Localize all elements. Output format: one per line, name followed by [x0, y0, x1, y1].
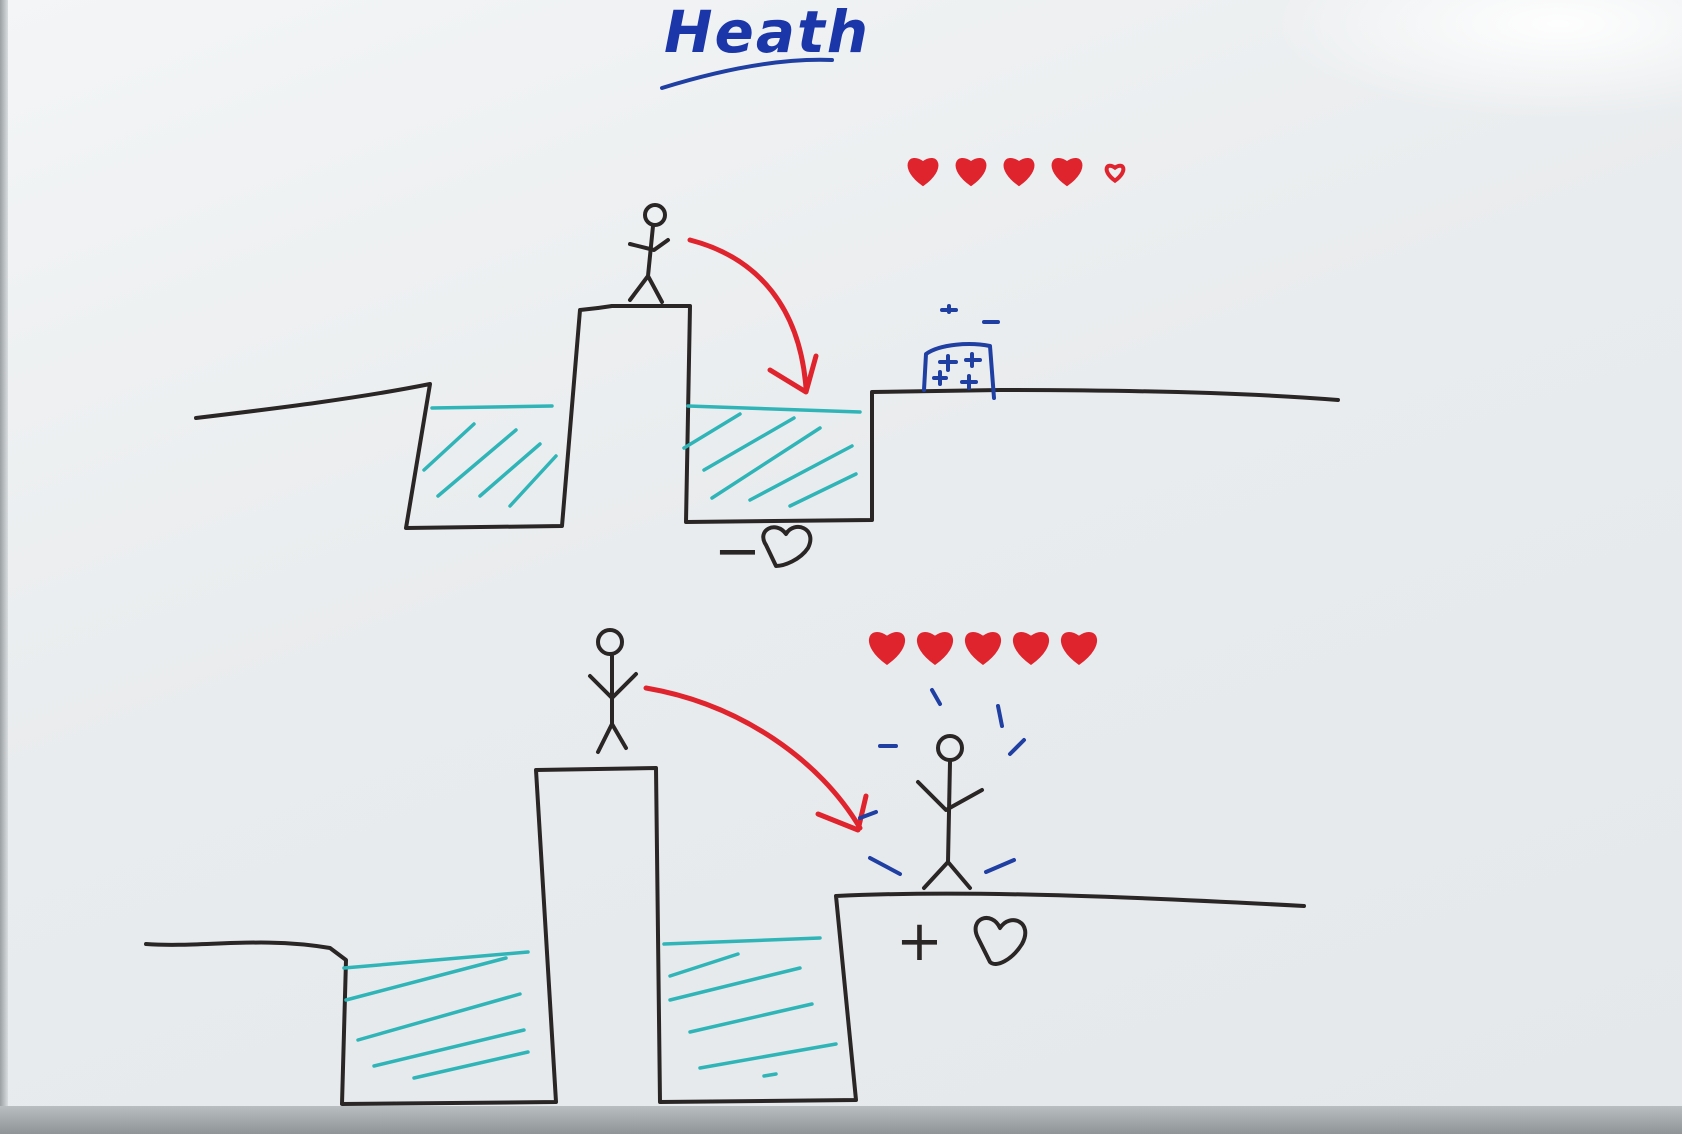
figure-head	[936, 734, 964, 762]
figure-head	[596, 628, 624, 656]
board-frame-bottom	[0, 1106, 1682, 1134]
water-surface-left-bottom	[342, 950, 530, 970]
heart-full	[1003, 158, 1035, 187]
jump-arrowhead-bottom	[815, 793, 869, 833]
plus-sign: +	[896, 909, 943, 974]
title-group: Heath	[660, 0, 870, 90]
scene-top: −	[194, 158, 1340, 584]
water-hatch-left-bottom	[344, 956, 530, 1080]
heart-full	[964, 632, 1002, 665]
stick-figure-top	[628, 203, 670, 304]
heart-outline-minus	[761, 525, 813, 568]
water-hatch-right-top	[682, 412, 858, 508]
figure-body	[628, 224, 670, 304]
ground-left-top	[194, 306, 600, 530]
board-frame-left	[0, 0, 8, 1106]
heart-full	[916, 632, 954, 665]
water-hatch-left-top	[422, 422, 558, 508]
stick-figure-bottom-landed	[858, 688, 1026, 890]
heart-full	[1051, 158, 1083, 187]
heart-full	[955, 158, 987, 187]
water-surface-left-top	[430, 404, 554, 410]
light-glare	[1270, 0, 1682, 120]
health-pack-box	[922, 342, 996, 400]
page-title: Heath	[664, 0, 870, 66]
figure-body	[588, 654, 638, 754]
health-pack	[922, 304, 1000, 400]
heart-full	[907, 158, 939, 187]
ground-right-top	[610, 304, 1340, 524]
heart-full	[1012, 632, 1050, 665]
heart-empty	[1104, 163, 1126, 184]
heart-outline-plus	[973, 916, 1028, 966]
stick-figure-bottom-start	[588, 628, 638, 754]
water-hatch-right-bottom	[668, 952, 838, 1078]
ground-bottom	[144, 766, 1306, 1106]
heart-full	[868, 632, 906, 665]
figure-head	[643, 203, 667, 227]
health-pack-sparkles	[940, 304, 1000, 324]
water-surface-right-bottom	[662, 936, 822, 946]
title-underline	[660, 57, 834, 90]
landing-sparkles	[858, 688, 1026, 876]
health-pack-plus-signs	[932, 352, 982, 390]
jump-arrowhead-top	[767, 353, 819, 395]
jump-arrow-top	[687, 237, 809, 391]
health-hearts-bottom	[868, 632, 1098, 665]
minus-sign: −	[714, 519, 761, 584]
water-surface-right-top	[686, 404, 862, 414]
pillar-top-cap	[596, 304, 614, 310]
scene-bottom: +	[144, 628, 1306, 1106]
heart-full	[1060, 632, 1098, 665]
figure-body	[916, 760, 984, 890]
health-hearts-top	[907, 158, 1126, 187]
jump-arrow-bottom	[643, 685, 863, 831]
